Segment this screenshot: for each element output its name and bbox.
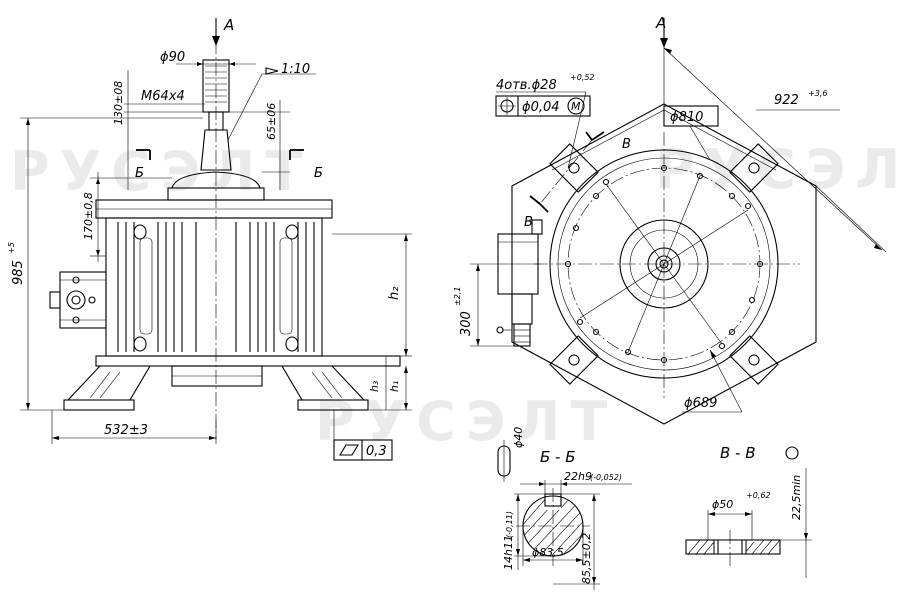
dim-50-tol: +0,62	[746, 491, 771, 500]
bottom-flange	[95, 355, 401, 367]
watermark-right: РУСЭЛТ	[655, 138, 900, 201]
watermark-left: РУСЭЛТ	[10, 140, 312, 203]
dim-holes: 4отв.ϕ28	[496, 78, 557, 93]
dim-300: 300	[459, 311, 474, 336]
bolt-circle	[567, 167, 761, 361]
dim-985: 985	[11, 260, 26, 285]
dim-170: 170±0,8	[82, 192, 95, 240]
top-view-a: A 922 +3,6 ϕ810 4отв.ϕ28 +0,52 ϕ0,04 M	[453, 14, 887, 425]
flatness-frame	[333, 439, 393, 461]
dim-689: ϕ689	[684, 396, 717, 411]
dim-300-tol: ±2,1	[453, 287, 462, 306]
hub-circle	[619, 219, 709, 309]
section-vv-title: В - В	[720, 444, 756, 462]
shaft-taper	[200, 129, 232, 171]
dim-h2: h₂	[387, 287, 402, 300]
section-b-left-label: Б	[135, 166, 144, 181]
position-frame	[495, 95, 591, 117]
mounting-feet	[63, 365, 369, 411]
dim-m64: M64x4	[141, 89, 185, 104]
view-a-right-label: A	[655, 14, 666, 32]
flatness-icon	[339, 444, 359, 456]
position-modifier: M	[571, 100, 581, 113]
dim-50: ϕ50	[712, 498, 733, 511]
front-view: Б Б A ϕ90 1:10 M64x4 130±08 65±06	[7, 16, 412, 461]
dim-985-tol: +5	[7, 242, 16, 254]
dim-22h9-tol: (-0,052)	[590, 473, 622, 482]
section-b-right-label: Б	[314, 166, 323, 181]
corner-lugs	[549, 143, 779, 385]
bolt-holes	[564, 164, 764, 364]
dim-810: ϕ810	[670, 110, 703, 125]
dim-14h11: 14h11	[502, 535, 515, 570]
outer-circle	[549, 149, 779, 379]
flatness-value: 0,3	[366, 444, 387, 459]
dim-225: 22,5min	[790, 475, 803, 520]
dim-65: 65±06	[265, 103, 278, 140]
section-bb-title: Б - Б	[540, 448, 576, 466]
dim-taper: 1:10	[281, 62, 310, 77]
dim-22h9: 22h9	[564, 470, 592, 483]
rotation-icon	[785, 446, 799, 460]
dim-130: 130±08	[112, 81, 125, 125]
dim-810-frame	[663, 105, 719, 127]
section-v-top-label: В	[622, 137, 631, 152]
section-v-bottom-label: В	[524, 215, 533, 230]
dim-h3: h₃	[368, 380, 381, 392]
dim-532: 532±3	[104, 423, 148, 438]
terminal-box-front	[49, 271, 107, 329]
dim-h1: h₁	[388, 381, 401, 392]
dim-holes-tol: +0,52	[570, 73, 595, 82]
terminal-box-top	[496, 219, 543, 347]
dim-phi90: ϕ90	[160, 50, 185, 65]
view-a-top-label: A	[223, 16, 234, 34]
dim-14h11-tol: (-0,11)	[505, 511, 514, 538]
dim-83: ϕ83,5	[532, 546, 564, 559]
lug-hatching	[687, 539, 781, 555]
bearing-cap	[171, 171, 261, 189]
dim-922: 922	[774, 93, 799, 108]
dim-922-tol: +3,6	[808, 89, 827, 98]
section-vv: В - В ϕ50 +0,62 22,5min	[685, 444, 812, 578]
section-bb: Б - Б ϕ40 22h9 (	[497, 427, 632, 590]
position-value: ϕ0,04	[522, 100, 560, 115]
dim-40: ϕ40	[512, 427, 525, 448]
dim-855: 85,5±0,2	[580, 533, 593, 584]
cooling-fins	[117, 222, 315, 352]
